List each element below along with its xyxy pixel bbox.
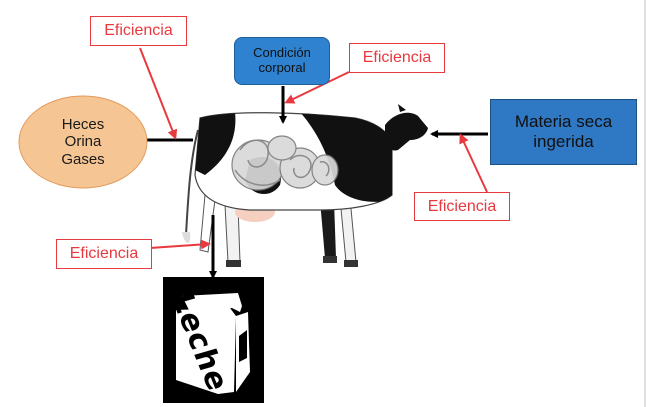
dry-matter-intake-node: Materia seca ingerida (490, 99, 637, 165)
efficiency-label-milk: Eficiencia (56, 239, 152, 269)
efficiency-pointer-intake (459, 133, 488, 193)
condition-label-line-2: corporal (258, 60, 306, 75)
milk-carton-icon (163, 277, 264, 403)
condition-label-line-1: Condición (253, 45, 311, 61)
efficiency-label-condition: Eficiencia (349, 43, 445, 73)
intake-label-line-2: ingerida (533, 132, 594, 151)
losses-ellipse (18, 95, 148, 189)
cow-illustration (182, 104, 428, 267)
efficiency-label-intake: Eficiencia (414, 192, 510, 221)
intake-label-line-1: Materia seca (514, 112, 613, 132)
efficiency-pointer-condition (284, 71, 350, 104)
efficiency-pointer-losses (139, 47, 178, 140)
body-condition-node: Condición corporal (234, 37, 330, 85)
losses-label-line-3: Gases (61, 150, 105, 168)
losses-label: Heces Orina Gases (33, 108, 133, 176)
losses-label-line-2: Orina (64, 133, 102, 151)
efficiency-pointer-milk (149, 239, 211, 250)
efficiency-label-losses: Eficiencia (90, 16, 187, 46)
losses-label-line-1: Heces (61, 116, 105, 134)
